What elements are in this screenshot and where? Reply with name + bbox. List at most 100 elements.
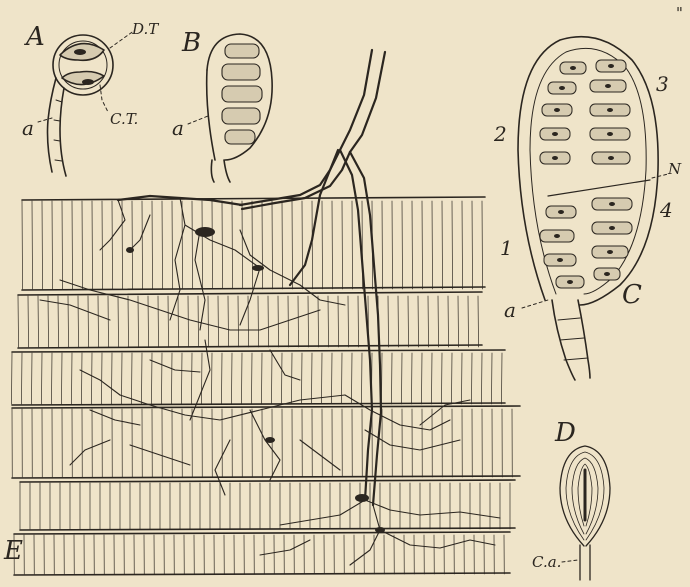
striation-line xyxy=(18,296,19,347)
striation-line xyxy=(38,296,39,347)
striation-line xyxy=(322,201,323,289)
striation-line xyxy=(192,201,193,289)
striation-line xyxy=(348,296,349,347)
striation-line xyxy=(388,296,389,347)
cell-nucleus xyxy=(607,132,613,136)
panel-label-e: E xyxy=(4,538,23,564)
striation-line xyxy=(382,201,383,289)
striation-line xyxy=(148,296,149,347)
striation-line xyxy=(202,201,203,289)
striation-line xyxy=(361,353,362,404)
striation-line xyxy=(401,353,402,404)
cell-nucleus xyxy=(559,86,565,90)
striation-line xyxy=(58,296,59,347)
striation-line xyxy=(252,201,253,289)
striation-line xyxy=(108,296,109,347)
striation-line xyxy=(211,353,212,404)
striation-line xyxy=(162,201,163,289)
label-a-panel-a: a xyxy=(22,118,34,138)
cell-nucleus xyxy=(604,272,610,276)
striation-line xyxy=(11,353,12,404)
striation-line xyxy=(302,201,303,289)
striation-line xyxy=(188,296,189,347)
striation-line xyxy=(468,296,469,347)
striation-line xyxy=(462,201,463,289)
cell-nucleus xyxy=(607,250,613,254)
striation-line xyxy=(471,353,472,404)
striation-line xyxy=(351,353,352,404)
cell-nucleus xyxy=(552,156,558,160)
striation-line xyxy=(281,353,282,404)
striation-line xyxy=(261,353,262,404)
cell-nucleus xyxy=(609,226,615,230)
striation-line xyxy=(342,201,343,289)
striation-line xyxy=(88,296,89,347)
striation-line xyxy=(311,353,312,404)
striation-line xyxy=(128,296,129,347)
cell-nucleus xyxy=(605,84,611,88)
cell-nucleus xyxy=(607,108,613,112)
striation-line xyxy=(82,201,83,289)
striation-line xyxy=(402,201,403,289)
cell-nucleus xyxy=(552,132,558,136)
striation-line xyxy=(142,201,143,289)
striation-line xyxy=(391,353,392,404)
striation-line xyxy=(31,353,32,404)
striation-line xyxy=(472,201,473,289)
striation-line xyxy=(258,296,259,347)
striation-line xyxy=(112,201,113,289)
striation-line xyxy=(68,296,69,347)
cell-nucleus xyxy=(608,64,614,68)
numeral-3: 3 xyxy=(656,74,669,94)
striation-line xyxy=(272,201,273,289)
striation-line xyxy=(268,296,269,347)
striation-line xyxy=(61,353,62,404)
striation-line xyxy=(271,353,272,404)
muscle-fibre-bands xyxy=(12,197,520,575)
striation-line xyxy=(411,353,412,404)
striation-line xyxy=(152,201,153,289)
striation-line xyxy=(28,296,29,347)
striation-line xyxy=(288,296,289,347)
striation-line xyxy=(432,201,433,289)
striation-line xyxy=(172,201,173,289)
striation-line xyxy=(232,201,233,289)
striation-line xyxy=(52,201,53,289)
striation-line xyxy=(238,296,239,347)
numeral-1: 1 xyxy=(500,238,513,258)
striation-line xyxy=(358,296,359,347)
numeral-4: 4 xyxy=(660,200,673,220)
striation-line xyxy=(91,353,92,404)
label-n: N xyxy=(668,162,681,177)
panel-label-d: D xyxy=(555,420,576,446)
cell-nucleus xyxy=(554,108,560,112)
striation-line xyxy=(21,353,22,404)
striation-line xyxy=(278,296,279,347)
striation-line xyxy=(132,201,133,289)
striation-line xyxy=(212,201,213,289)
striation-line xyxy=(451,353,452,404)
striation-line xyxy=(448,296,449,347)
striation-line xyxy=(481,353,482,404)
nerve-end-plates xyxy=(126,227,385,533)
striation-line xyxy=(242,201,243,289)
label-ca: C.a. xyxy=(532,555,561,570)
cell-nucleus xyxy=(570,66,576,70)
striation-line xyxy=(312,201,313,289)
striation-line xyxy=(428,296,429,347)
striation-line xyxy=(418,296,419,347)
striation-line xyxy=(78,296,79,347)
striation-line xyxy=(218,296,219,347)
striation-line xyxy=(298,296,299,347)
striation-line xyxy=(412,201,413,289)
label-ct: C.T. xyxy=(110,112,138,127)
striation-line xyxy=(208,296,209,347)
striation-line xyxy=(22,201,23,289)
cell-nucleus xyxy=(609,202,615,206)
striation-line xyxy=(221,353,222,404)
striation-line xyxy=(301,353,302,404)
striation-line xyxy=(408,296,409,347)
striation-line xyxy=(121,353,122,404)
